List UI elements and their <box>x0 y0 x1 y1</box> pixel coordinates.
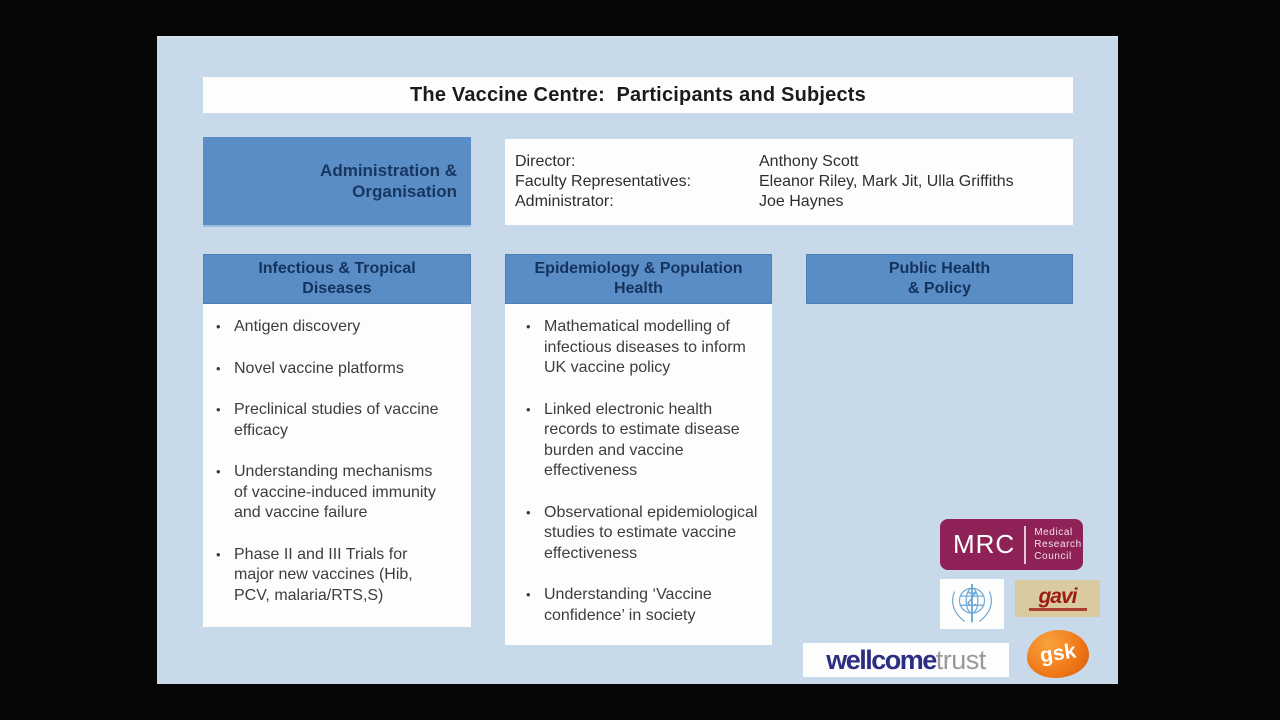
bullet-list-infectious-tropical-diseases: Antigen discovery Novel vaccine platform… <box>203 304 471 627</box>
info-value: Eleanor Riley, Mark Jit, Ulla Griffiths <box>759 173 1014 190</box>
bullet-text: Preclinical studies of vaccine efficacy <box>234 401 439 439</box>
column-header-line2: Health <box>614 280 663 297</box>
bullet-item: Understanding mechanisms of vaccine-indu… <box>216 462 461 524</box>
admin-org-box: Administration & Organisation <box>203 137 471 227</box>
bullet-item: Linked electronic health records to esti… <box>518 400 762 482</box>
bullet-text: Observational epidemiological studies to… <box>544 503 758 562</box>
mrc-abbr-text: MRC <box>953 529 1016 559</box>
bullet-marker <box>526 503 544 565</box>
gsk-logo: gsk <box>1027 630 1089 678</box>
bullet-item: Preclinical studies of vaccine efficacy <box>216 400 461 441</box>
bullet-marker <box>216 545 234 607</box>
admin-org-label-line1: Administration & <box>320 161 457 180</box>
mrc-divider <box>1024 525 1027 564</box>
mrc-logo: MRC Medical Research Council <box>940 519 1083 570</box>
bullet-item: Phase II and III Trials for major new va… <box>216 545 461 607</box>
info-label: Faculty Representatives: <box>515 173 692 190</box>
column-header-line2: & Policy <box>907 280 972 297</box>
bullet-text: Novel vaccine platforms <box>234 359 404 377</box>
who-logo <box>940 579 1004 629</box>
slide-title: The Vaccine Centre: Participants and Sub… <box>409 83 866 106</box>
bullet-marker <box>526 400 544 482</box>
bullet-item: Antigen discovery <box>216 317 461 338</box>
info-label: Director: <box>515 153 576 170</box>
who-emblem-icon <box>952 584 992 623</box>
mrc-full-name: Medical Research Council <box>1026 527 1082 563</box>
column-header-line2: Diseases <box>302 280 372 297</box>
bullet-item: Novel vaccine platforms <box>216 359 461 380</box>
bullet-marker <box>526 585 544 626</box>
bullet-text: Phase II and III Trials for major new va… <box>234 545 413 604</box>
trust-wordmark: trust <box>935 644 987 675</box>
column-header-line1: Epidemiology & Population <box>534 260 743 277</box>
bullet-text: Linked electronic health records to esti… <box>544 400 740 480</box>
column-header-line1: Public Health <box>888 260 991 277</box>
mrc-name-line1: Medical <box>1034 526 1073 538</box>
bullet-item: Observational epidemiological studies to… <box>518 503 762 565</box>
leadership-info-box: Director: Anthony Scott Faculty Represen… <box>505 139 1073 225</box>
slide: The Vaccine Centre: Participants and Sub… <box>157 36 1118 684</box>
bullet-marker <box>526 317 544 379</box>
bullet-marker <box>216 317 234 338</box>
info-value: Anthony Scott <box>759 153 859 170</box>
bullet-item: Understanding ‘Vaccine confidence’ in so… <box>518 585 762 626</box>
wellcome-wordmark: wellcome <box>826 644 937 675</box>
info-row-faculty-representatives: Faculty Representatives: Eleanor Riley, … <box>515 172 1073 192</box>
column-header-infectious-tropical-diseases: Infectious & Tropical Diseases <box>203 254 471 304</box>
bullet-text: Understanding ‘Vaccine confidence’ in so… <box>544 586 712 624</box>
slide-title-bar: The Vaccine Centre: Participants and Sub… <box>203 77 1073 113</box>
bullet-marker <box>216 462 234 524</box>
admin-org-label-line2: Organisation <box>352 182 457 201</box>
gavi-wordmark: gavi <box>1038 584 1077 608</box>
bullet-list-epidemiology-population-health: Mathematical modelling of infectious dis… <box>505 304 772 645</box>
mrc-name-line3: Council <box>1034 550 1072 562</box>
column-header-epidemiology-population-health: Epidemiology & Population Health <box>505 254 772 304</box>
gsk-wordmark: gsk <box>1038 639 1078 668</box>
column-header-public-health-policy: Public Health & Policy <box>806 254 1073 304</box>
bullet-item: Mathematical modelling of infectious dis… <box>518 317 762 379</box>
bullet-marker <box>216 359 234 380</box>
bullet-marker <box>216 400 234 441</box>
info-row-director: Director: Anthony Scott <box>515 152 1073 172</box>
mrc-name-line2: Research <box>1034 538 1082 550</box>
column-header-line1: Infectious & Tropical <box>258 260 416 277</box>
bullet-text: Understanding mechanisms of vaccine-indu… <box>234 463 436 521</box>
gavi-logo: gavi <box>1015 580 1100 617</box>
info-label: Administrator: <box>515 193 614 210</box>
info-value: Joe Haynes <box>759 193 844 210</box>
info-row-administrator: Administrator: Joe Haynes <box>515 192 1073 212</box>
admin-org-label: Administration & Organisation <box>320 160 457 202</box>
bullet-text: Mathematical modelling of infectious dis… <box>544 318 746 376</box>
bullet-text: Antigen discovery <box>234 318 361 335</box>
gavi-tagline-strip <box>1028 607 1087 611</box>
